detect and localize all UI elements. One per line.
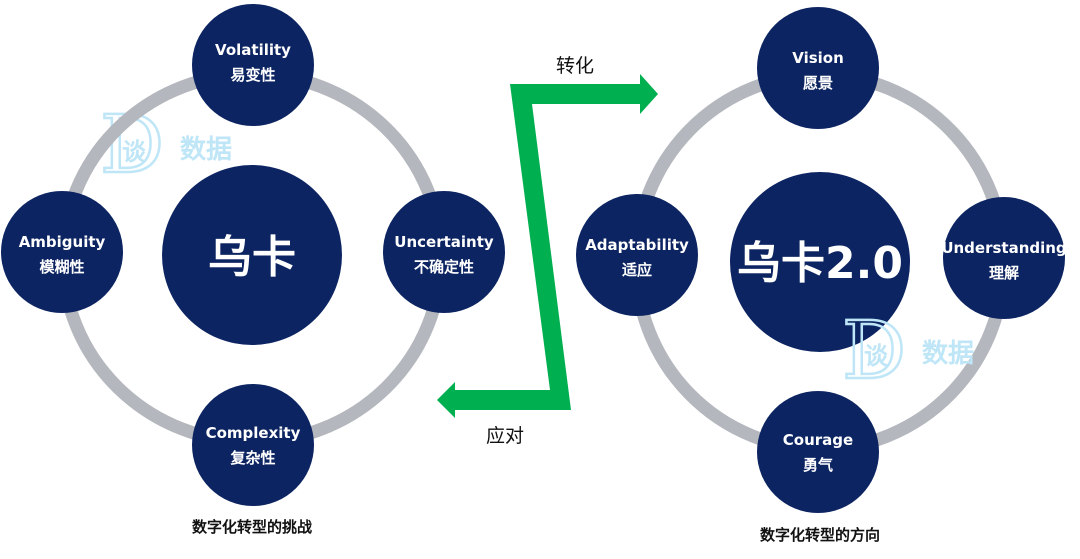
svg-text:数据: 数据 (922, 339, 974, 369)
svg-text:愿景: 愿景 (803, 74, 833, 92)
svg-text:Volatility: Volatility (215, 41, 291, 59)
right-caption: 数字化转型的方向 (760, 526, 880, 544)
node-volatility: Volatility 易变性 (192, 4, 314, 126)
node-adaptability: Adaptability 适应 (576, 194, 698, 316)
svg-text:Adaptability: Adaptability (585, 236, 689, 254)
svg-text:理解: 理解 (989, 264, 1019, 282)
node-vision: Vision 愿景 (757, 7, 879, 129)
node-understanding: Understanding 理解 (941, 197, 1067, 319)
svg-text:数据: 数据 (180, 135, 232, 165)
node-uncertainty: Uncertainty 不确定性 (383, 191, 505, 313)
right-center-label: 乌卡2.0 (737, 238, 903, 289)
left-center-node (162, 165, 342, 345)
watermark-right: D 谈 数据 (841, 303, 974, 399)
svg-text:D: D (842, 304, 906, 397)
svg-text:谈: 谈 (122, 138, 147, 166)
transform-arrow: 转化 应对 (437, 55, 658, 447)
left-center-label: 乌卡 (208, 232, 296, 283)
arrow-label-backward: 应对 (486, 425, 524, 447)
right-center-node (730, 172, 910, 352)
left-cycle: 乌卡 Volatility 易变性 Uncertainty 不确定性 Compl… (1, 4, 505, 536)
node-complexity: Complexity 复杂性 (192, 384, 314, 506)
svg-text:模糊性: 模糊性 (39, 258, 84, 276)
svg-text:Understanding: Understanding (941, 239, 1066, 257)
left-caption: 数字化转型的挑战 (192, 518, 312, 536)
arrow-label-forward: 转化 (556, 55, 594, 77)
svg-text:Complexity: Complexity (206, 424, 301, 442)
svg-text:易变性: 易变性 (230, 66, 275, 84)
svg-text:勇气: 勇气 (803, 456, 833, 474)
svg-text:谈: 谈 (864, 342, 889, 370)
svg-text:复杂性: 复杂性 (229, 449, 275, 467)
right-cycle: 乌卡2.0 Vision 愿景 Understanding 理解 Courage… (576, 7, 1067, 544)
svg-text:适应: 适应 (622, 261, 652, 279)
svg-text:Uncertainty: Uncertainty (394, 233, 494, 251)
svg-text:Vision: Vision (792, 49, 844, 67)
svg-text:Courage: Courage (783, 431, 853, 449)
svg-text:Ambiguity: Ambiguity (19, 233, 106, 251)
node-courage: Courage 勇气 (757, 391, 879, 513)
node-ambiguity: Ambiguity 模糊性 (1, 191, 123, 313)
svg-text:不确定性: 不确定性 (414, 258, 474, 276)
